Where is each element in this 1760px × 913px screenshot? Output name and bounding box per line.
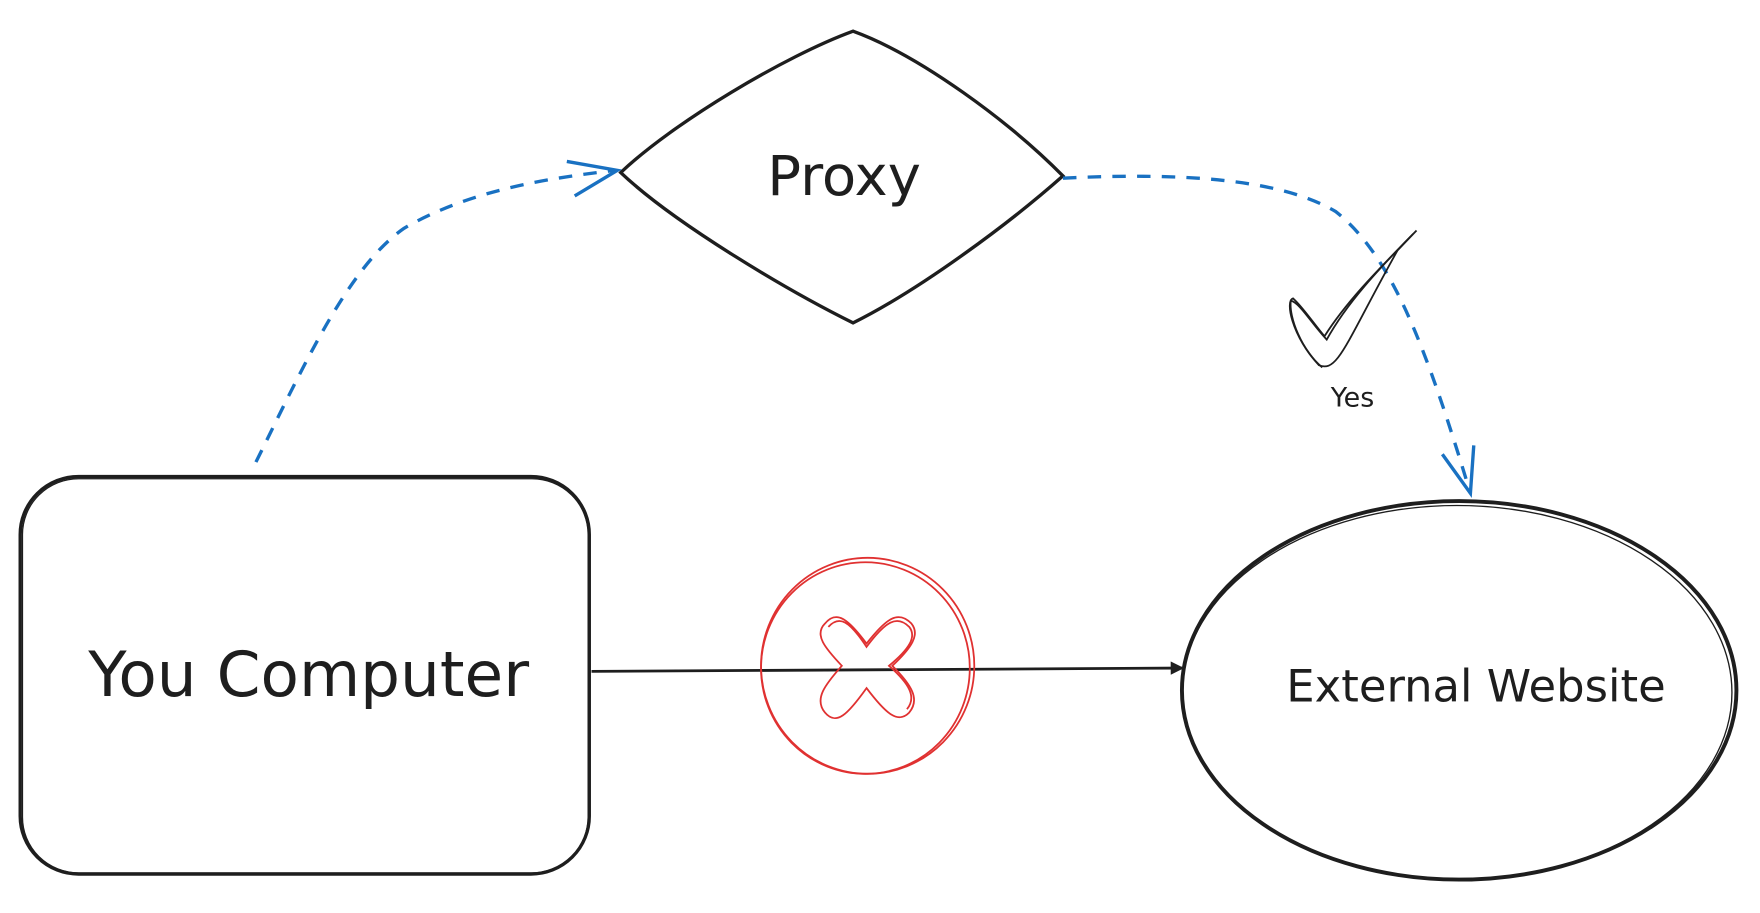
checkmark-icon	[1288, 229, 1418, 369]
computer-node[interactable]: You Computer	[18, 474, 591, 876]
proxy-label: Proxy	[767, 144, 921, 209]
proxy-node[interactable]: Proxy	[618, 29, 1066, 325]
computer-label: You Computer	[87, 638, 529, 711]
blocked-x-icon	[760, 556, 976, 775]
proxy-path-arrow-out	[1062, 174, 1476, 498]
direct-connection-arrow	[591, 661, 1185, 675]
website-node[interactable]: External Website	[1179, 499, 1739, 882]
website-label: External Website	[1286, 660, 1665, 713]
yes-label: Yes	[1330, 382, 1374, 413]
proxy-path-arrow-in	[254, 159, 623, 463]
